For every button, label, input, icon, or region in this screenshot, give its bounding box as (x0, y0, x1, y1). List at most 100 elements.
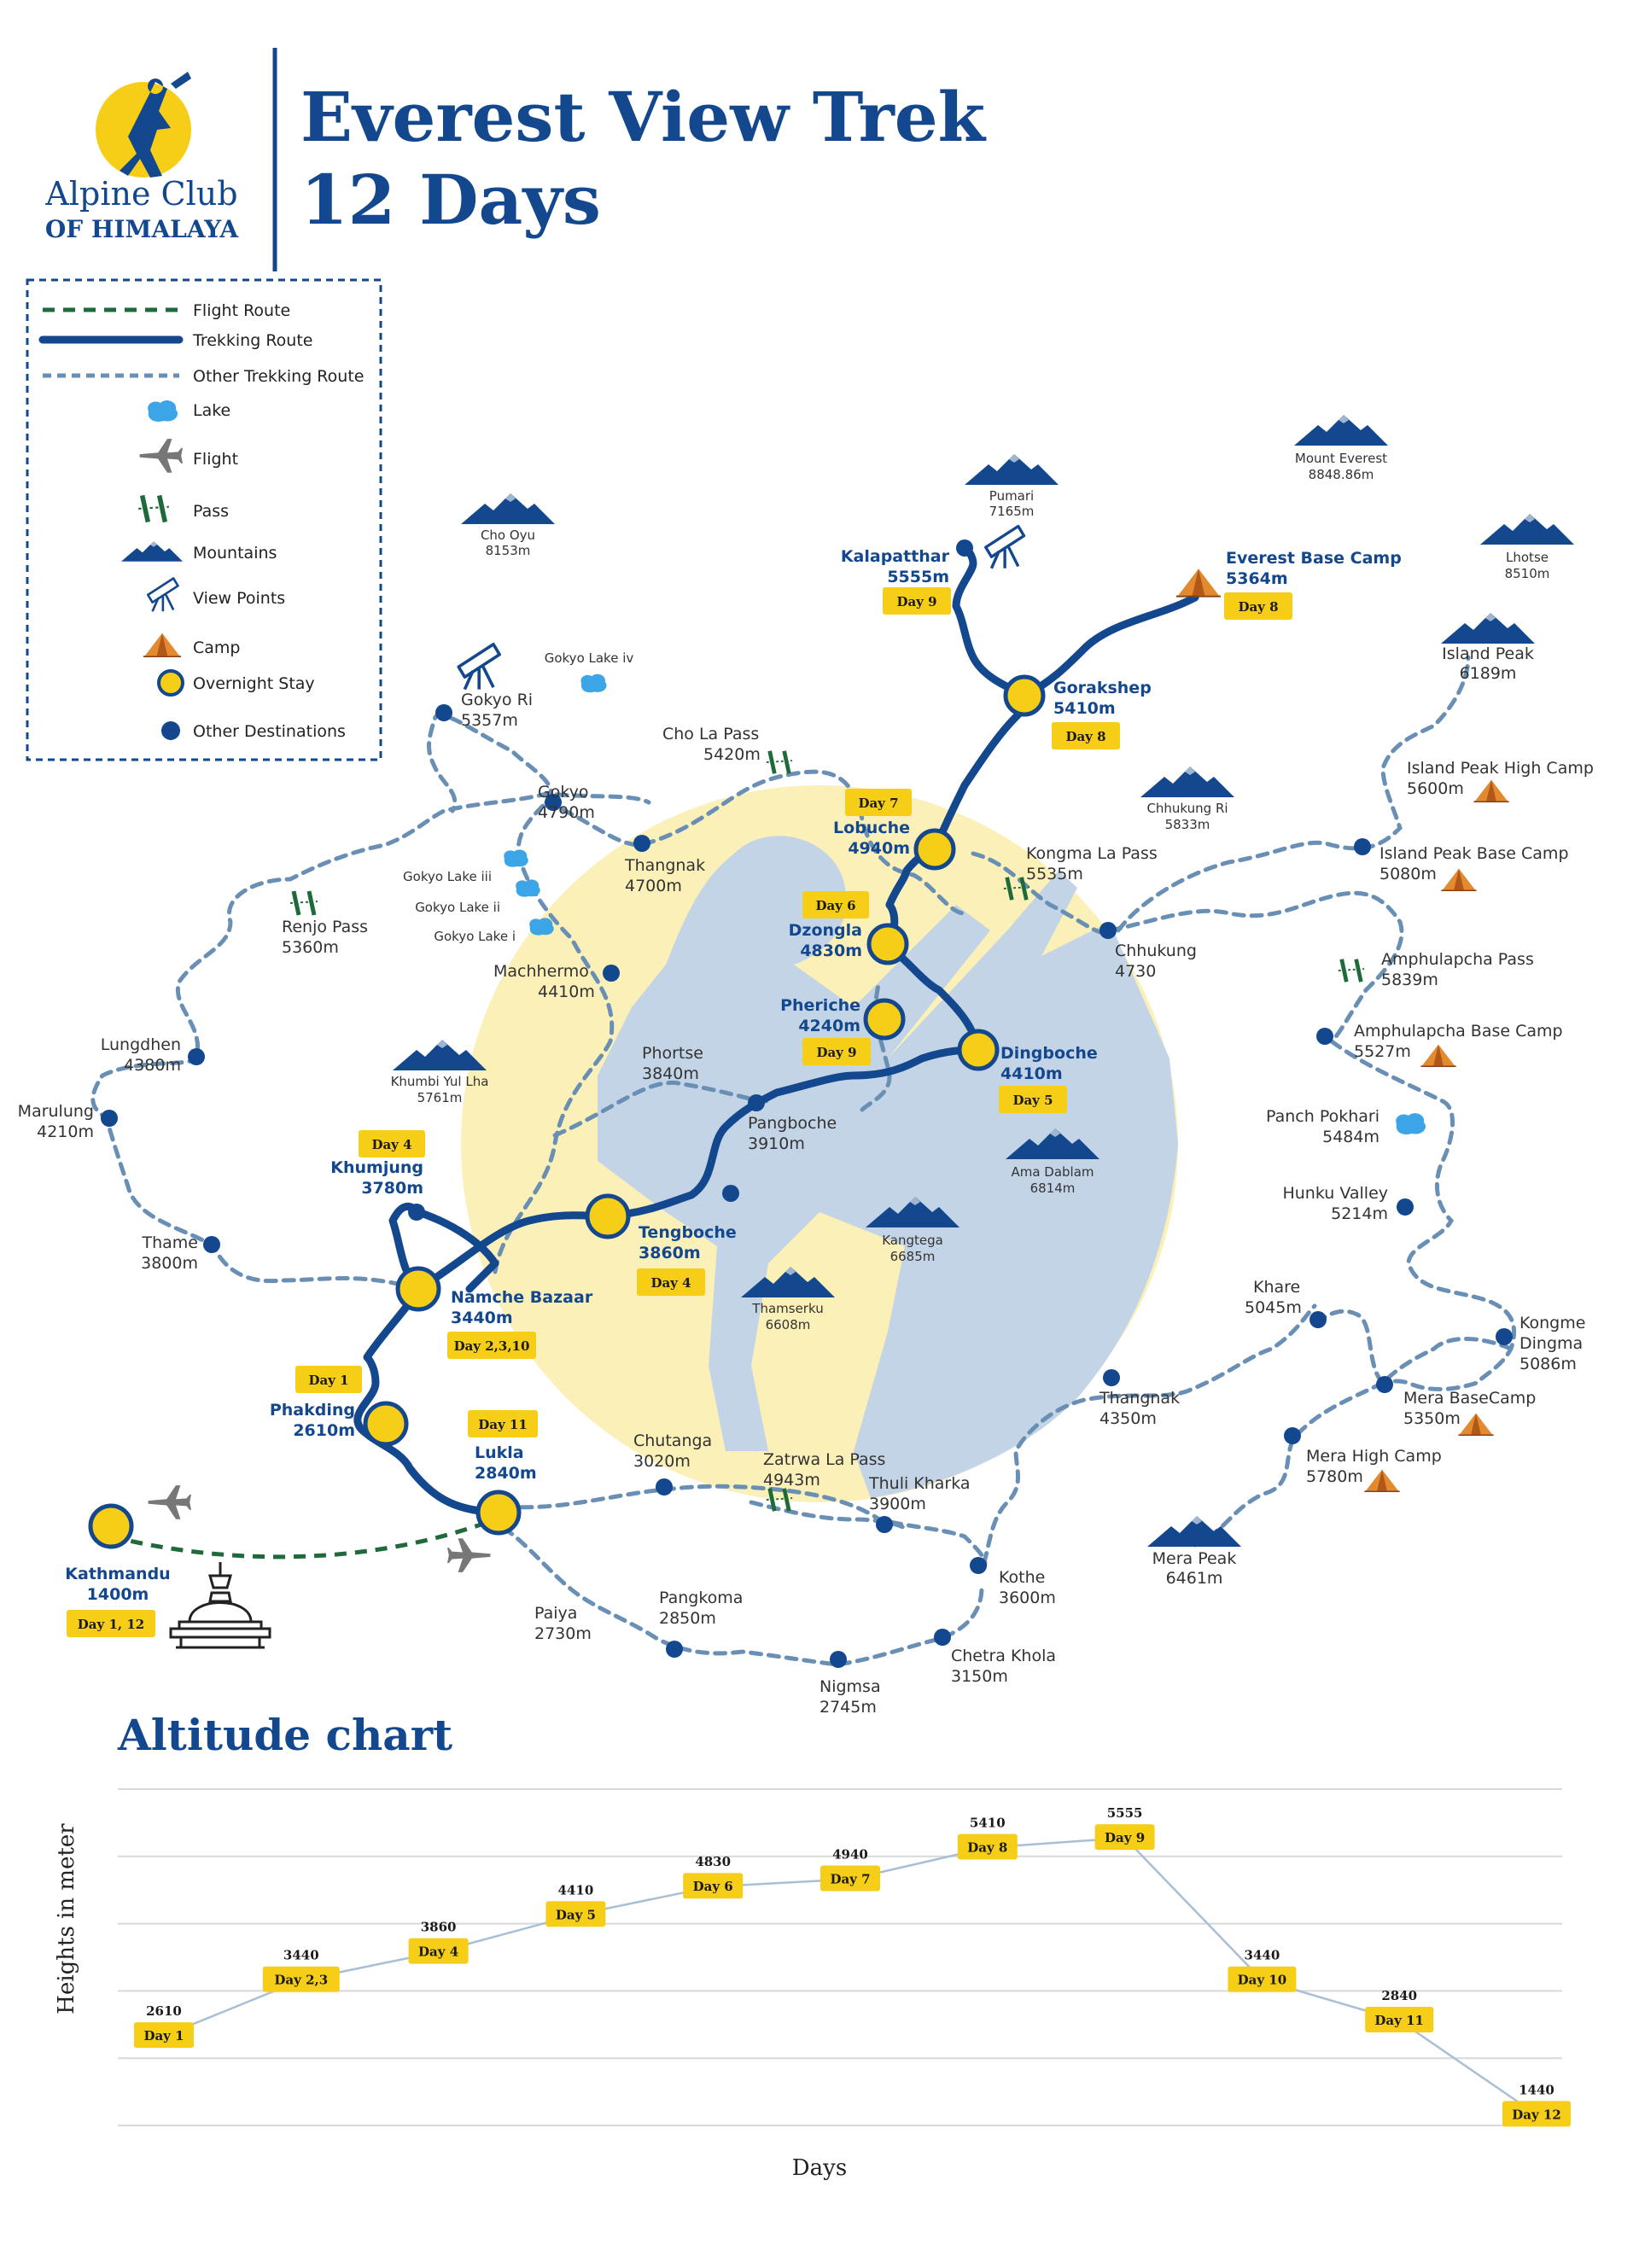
destination-dot (748, 1094, 765, 1111)
chart-value-label: 3440 (283, 1948, 319, 1963)
chart-category-label: Day 12 (1512, 2107, 1561, 2122)
day-badge-dingboche (999, 1086, 1067, 1113)
place-name: Kongme (1519, 1314, 1585, 1332)
place-alt: 3840m (642, 1064, 699, 1083)
place-name: Nigmsa (820, 1677, 881, 1696)
destination-dot (545, 794, 562, 811)
lake-icon (529, 918, 554, 936)
place-name: Khare (1253, 1278, 1300, 1297)
place-alt: 4350m (1099, 1409, 1157, 1428)
day-badge-label: Day 1 (308, 1373, 348, 1388)
mountain-alt: 7165m (989, 504, 1035, 519)
stop-alt-dzongla: 4830m (800, 942, 862, 960)
legend-label-lake: Lake (193, 401, 230, 420)
overnight-dot (913, 828, 956, 871)
route-gokyo-cholapass (544, 769, 967, 916)
place-name: Phortse (642, 1044, 703, 1063)
day-badge-khumjung (359, 1130, 425, 1157)
mountain-icon (461, 493, 555, 524)
stop-name-tengboche: Tengboche (639, 1223, 737, 1242)
legend-label-destination: Other Destinations (193, 722, 346, 741)
climber-silhouette (598, 836, 1178, 1498)
legend: Flight Route Trekking Route Other Trekki… (26, 278, 382, 761)
day-badge-gorakshep (1052, 722, 1120, 749)
route-phortse (552, 1081, 771, 1138)
title-line1: Everest View Trek (300, 77, 987, 157)
chart-value-label: 2610 (146, 2003, 182, 2019)
mountain-alt: 6685m (890, 1249, 936, 1264)
day-badge-label: Day 2,3,10 (454, 1338, 530, 1354)
telescope-icon (457, 642, 502, 691)
tent-icon (1364, 1468, 1400, 1492)
tent-icon (1176, 568, 1221, 598)
place-alt: 5420m (703, 745, 761, 764)
destination-dot (1099, 922, 1117, 939)
mountain-alt: 5761m (417, 1090, 463, 1105)
chart-category-label: Day 7 (830, 1872, 870, 1887)
plane-icon (148, 1485, 191, 1519)
stop-name-lobuche: Lobuche (833, 819, 910, 837)
place-alt: 3150m (951, 1667, 1008, 1686)
mountain-alt: 6608m (766, 1317, 811, 1332)
legend-label-trekking-route: Trekking Route (192, 331, 312, 350)
place-alt: 2850m (659, 1609, 716, 1628)
chart-ylabel: Heights in meter (54, 1823, 79, 2014)
day-badge-label: Day 8 (1238, 599, 1278, 615)
place-name: Pangboche (748, 1114, 837, 1133)
destination-dot (1376, 1376, 1393, 1393)
stop-alt-pheriche: 4240m (798, 1017, 860, 1035)
stop-alt-khumjung: 3780m (361, 1179, 423, 1198)
destination-dot (101, 1110, 118, 1127)
stop-alt-kalapatthar: 5555m (887, 568, 949, 586)
lake-label: Gokyo Lake iv (545, 650, 634, 666)
mountain-name: Cho Oyu (481, 528, 535, 543)
logo-line1: Alpine Club (44, 175, 237, 213)
lake-icon (580, 673, 607, 693)
mountain-name: Kangtega (882, 1233, 943, 1248)
destination-dot (1316, 1028, 1333, 1045)
place-name: Island Peak Base Camp (1379, 844, 1569, 863)
destination-dot (1309, 1311, 1327, 1328)
place-alt: 3020m (633, 1452, 691, 1471)
destination-dot (435, 704, 452, 721)
stop-name-namche: Namche Bazaar (451, 1288, 593, 1307)
overnight-stops: Kathmandu 1400m Day 1, 12 Phakding 2610m… (65, 539, 1402, 1637)
lake-label: Gokyo Lake i (434, 929, 516, 944)
place-alt: 5780m (1306, 1467, 1363, 1486)
mountain-alt: 6814m (1030, 1181, 1076, 1196)
destination-dot (830, 1651, 847, 1668)
header: Alpine Club OF HIMALAYA Everest View Tre… (44, 48, 987, 271)
mountain-icon (965, 454, 1059, 485)
mountain-alt: 5833m (1165, 817, 1210, 832)
place-alt: 5086m (1519, 1355, 1577, 1373)
mountain-name: Mera Peak (1152, 1549, 1237, 1568)
day-badge-label: Day 5 (1012, 1093, 1053, 1108)
title-line2: 12 Days (300, 160, 601, 240)
legend-label-viewpoints: View Points (193, 589, 285, 608)
place-name: Amphulapcha Pass (1381, 950, 1534, 969)
lakes: Gokyo Lake iv Gokyo Lake iii Gokyo Lake … (403, 650, 1426, 1134)
chart-category-label: Day 11 (1374, 2013, 1424, 2028)
place-alt: 5045m (1245, 1298, 1302, 1317)
stop-name-dzongla: Dzongla (789, 921, 862, 940)
lake-icon (148, 400, 178, 422)
place-alt: 3800m (141, 1254, 198, 1273)
destination-dot (203, 1236, 220, 1253)
overnight-dot (363, 1401, 409, 1447)
pass-icon (290, 891, 318, 915)
lake-icon (504, 849, 528, 867)
place-name: Paiya (534, 1604, 577, 1623)
mountain-icon (1140, 767, 1234, 797)
day-badge-label: Day 4 (650, 1275, 691, 1291)
stop-name-phakding: Phakding (270, 1401, 355, 1420)
route-mera (1312, 1309, 1514, 1386)
chart-point-badge (545, 1901, 606, 1927)
day-badge-tengboche (637, 1268, 705, 1296)
tent-icon (1441, 867, 1477, 891)
chart-point-badge (1502, 2101, 1571, 2127)
telescope-icon (984, 524, 1026, 570)
chart-value-label: 5555 (1107, 1805, 1143, 1821)
place-alt: 4730 (1115, 962, 1156, 981)
day-badge-kalapatthar (883, 587, 951, 615)
